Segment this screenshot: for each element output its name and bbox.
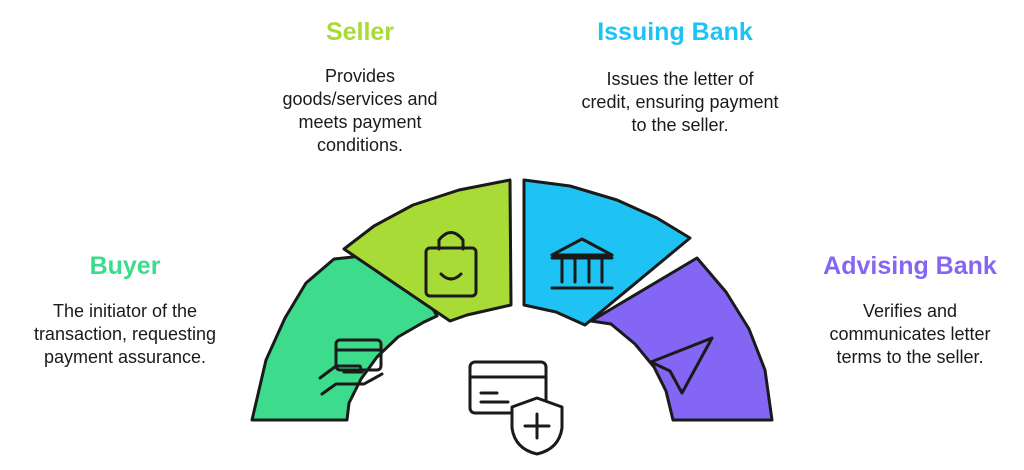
issuing-bank-description: Issues the letter of credit, ensuring pa… bbox=[560, 68, 800, 137]
buyer-description-line-3: payment assurance. bbox=[43, 347, 207, 367]
advising-bank-title: Advising Bank bbox=[823, 252, 997, 280]
issuing-bank-description-line-2: credit, ensuring payment bbox=[581, 92, 779, 112]
issuing-bank-description-line-3: to the seller. bbox=[631, 115, 729, 135]
advising-bank-segment[interactable] bbox=[589, 256, 774, 422]
card-shield-icon bbox=[468, 360, 564, 456]
seller-description-line-3: meets payment bbox=[298, 112, 422, 132]
seller-title: Seller bbox=[325, 18, 395, 46]
advising-bank-description: Verifies and communicates letter terms t… bbox=[800, 300, 1020, 369]
bank-icon bbox=[550, 237, 614, 290]
seller-description-line-1: Provides bbox=[324, 66, 396, 86]
buyer-description-line-2: transaction, requesting bbox=[33, 324, 217, 344]
advising-bank-description-line-3: terms to the seller. bbox=[836, 347, 984, 367]
buyer-description: The initiator of the transaction, reques… bbox=[5, 300, 245, 369]
shopping-bag-icon bbox=[424, 231, 478, 298]
buyer-description-line-1: The initiator of the bbox=[52, 301, 198, 321]
seller-description: Provides goods/services and meets paymen… bbox=[250, 65, 470, 157]
seller-description-line-2: goods/services and bbox=[282, 89, 438, 109]
issuing-bank-description-line-1: Issues the letter of bbox=[606, 69, 754, 89]
buyer-title: Buyer bbox=[89, 252, 161, 280]
buyer-segment[interactable] bbox=[250, 250, 439, 422]
advising-bank-description-line-2: communicates letter bbox=[829, 324, 991, 344]
issuing-bank-title: Issuing Bank bbox=[597, 18, 753, 46]
hand-card-icon bbox=[318, 338, 384, 396]
navigation-arrow-icon bbox=[649, 336, 714, 395]
advising-bank-description-line-1: Verifies and bbox=[862, 301, 958, 321]
seller-description-line-4: conditions. bbox=[316, 135, 404, 155]
